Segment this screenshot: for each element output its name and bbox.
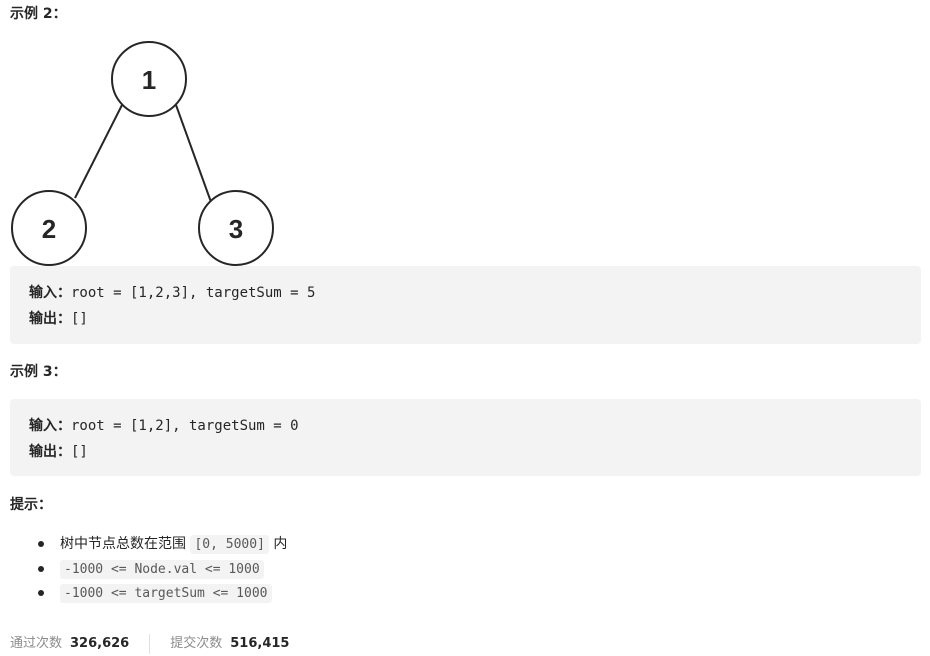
input-value: root = [1,2], targetSum = 0 — [71, 418, 299, 434]
accepted-count-label: 通过次数 — [10, 636, 63, 651]
bullet-icon — [38, 541, 44, 547]
hint-text-after: 内 — [268, 536, 288, 552]
output-label: 输出： — [29, 444, 71, 460]
output-value: [] — [71, 311, 88, 327]
submission-count-value: 516,415 — [230, 636, 290, 651]
tree-node-1-label: 1 — [142, 65, 156, 95]
example-3-input-line: 输入：root = [1,2], targetSum = 0 — [29, 413, 921, 439]
submission-count-label: 提交次数 — [170, 636, 223, 651]
example-3-output-line: 输出：[] — [29, 439, 921, 465]
output-label: 输出： — [29, 311, 71, 327]
bullet-icon — [38, 565, 44, 572]
hint-item: 树中节点总数在范围 [0, 5000] 内 — [0, 533, 287, 558]
tree-node-3-label: 3 — [229, 214, 243, 244]
example-2-code-block: 输入：root = [1,2,3], targetSum = 5 输出：[] — [10, 266, 921, 344]
input-label: 输入： — [29, 418, 71, 434]
accepted-count-value: 326,626 — [70, 636, 130, 651]
binary-tree-diagram: 1 2 3 — [11, 41, 274, 266]
tree-edge-1-2 — [74, 104, 123, 199]
example-2-heading: 示例 2： — [10, 6, 67, 22]
hint-code: [0, 5000] — [190, 535, 269, 554]
input-label: 输入： — [29, 285, 71, 301]
example-3-code-block: 输入：root = [1,2], targetSum = 0 输出：[] — [10, 399, 921, 476]
hint-code: -1000 <= targetSum <= 1000 — [60, 584, 272, 603]
hints-heading: 提示： — [10, 497, 52, 513]
hint-item: -1000 <= Node.val <= 1000 — [0, 558, 287, 583]
tree-node-2 — [11, 190, 87, 266]
tree-node-2-label: 2 — [42, 214, 56, 244]
hint-item: -1000 <= targetSum <= 1000 — [0, 582, 287, 607]
tree-node-3 — [198, 190, 274, 266]
hints-list: 树中节点总数在范围 [0, 5000] 内 -1000 <= Node.val … — [0, 533, 287, 607]
hint-text-before: 树中节点总数在范围 — [60, 536, 191, 552]
example-3-heading: 示例 3： — [10, 364, 67, 380]
tree-edge-1-3 — [175, 104, 212, 203]
example-2-output-line: 输出：[] — [29, 306, 921, 332]
output-value: [] — [71, 444, 88, 460]
tree-node-1 — [111, 41, 187, 117]
stats-divider — [149, 634, 151, 654]
hint-code: -1000 <= Node.val <= 1000 — [60, 559, 264, 579]
example-2-input-line: 输入：root = [1,2,3], targetSum = 5 — [29, 280, 921, 306]
bullet-icon — [38, 590, 44, 596]
submission-stats: 通过次数 326,626 提交次数 516,415 — [10, 634, 289, 654]
input-value: root = [1,2,3], targetSum = 5 — [71, 285, 316, 301]
